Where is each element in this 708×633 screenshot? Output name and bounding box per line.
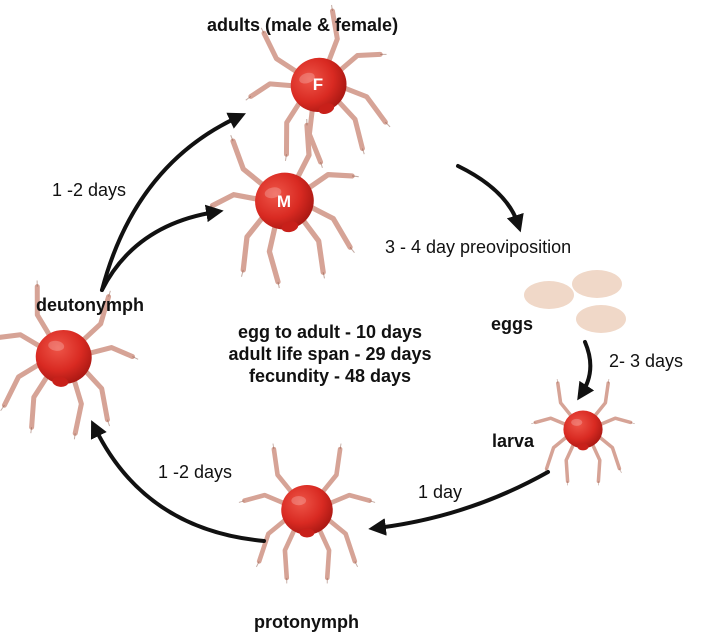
female-mark: F — [313, 75, 323, 94]
arrow-larva-to-protonymph — [377, 472, 548, 528]
arrow-eggs-to-larva — [582, 342, 590, 393]
larva-to-protonymph-duration-label: 1 day — [418, 483, 462, 501]
deutonymph-label: deutonymph — [36, 296, 144, 314]
larva-mite — [531, 379, 635, 485]
life-cycle-summary: egg to adult - 10 days adult life span -… — [175, 321, 485, 387]
egg-1 — [524, 281, 574, 309]
adult-life-span-summary: adult life span - 29 days — [175, 343, 485, 365]
deutonymph-to-adults-duration-label: 1 -2 days — [52, 181, 126, 199]
egg-to-adult-summary: egg to adult - 10 days — [175, 321, 485, 343]
protonymph-label: protonymph — [254, 613, 359, 631]
arrow-adults-to-eggs — [458, 166, 518, 224]
larva-label: larva — [492, 432, 534, 450]
preoviposition-duration-label: 3 - 4 day preoviposition — [385, 238, 571, 256]
eggs-label: eggs — [491, 315, 533, 333]
protonymph-mite — [239, 444, 375, 584]
egg-3 — [576, 305, 626, 333]
arrow-deutonymph-to-male — [102, 212, 215, 290]
egg-2 — [572, 270, 622, 298]
protonymph-to-deutonymph-duration-label: 1 -2 days — [158, 463, 232, 481]
eggs-illustration — [524, 270, 626, 333]
adults-label: adults (male & female) — [207, 16, 398, 34]
arrow-protonymph-to-deutonymph — [95, 428, 264, 541]
male-mark: M — [277, 192, 291, 211]
eggs-to-larva-duration-label: 2- 3 days — [609, 352, 683, 370]
fecundity-summary: fecundity - 48 days — [175, 365, 485, 387]
